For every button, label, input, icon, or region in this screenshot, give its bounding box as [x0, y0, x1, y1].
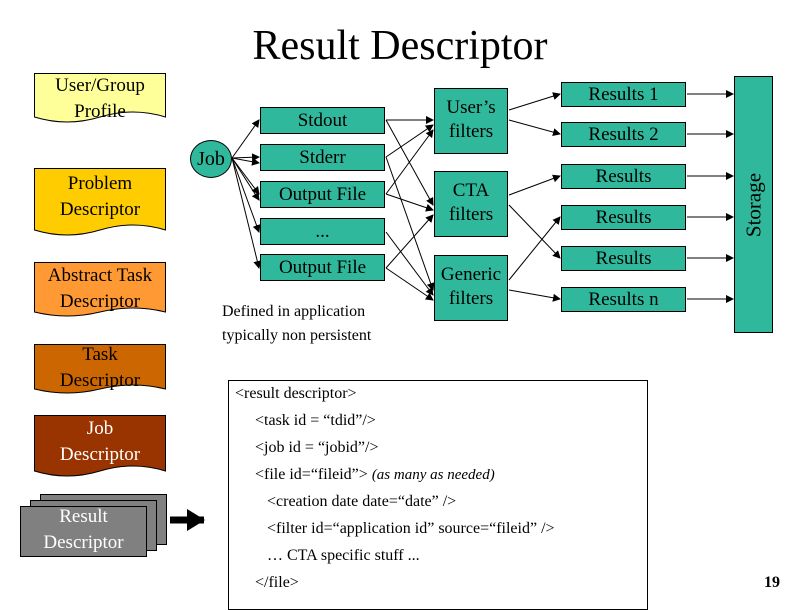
abstract-task-descriptor-label: Abstract Task Descriptor: [47, 265, 153, 312]
results-box-5: Results: [561, 246, 686, 271]
code-line-8: </file>: [255, 574, 299, 591]
application-note: Defined in application typically non per…: [222, 303, 372, 344]
output-stdout-box: Stdout: [260, 107, 385, 134]
code-line-4-tag: <file id=“fileid”>: [255, 466, 368, 483]
results-box-3: Results: [561, 164, 686, 189]
code-line-1: <result descriptor>: [235, 385, 357, 402]
job-node: Job: [190, 140, 232, 178]
generic-filters-box: Generic filters: [434, 255, 508, 321]
job-descriptor-label: Job Descriptor: [59, 418, 141, 465]
problem-descriptor-label: Problem Descriptor: [59, 173, 141, 220]
output-ellipsis-box: ...: [260, 218, 385, 245]
task-descriptor-shape: Task Descriptor: [34, 344, 166, 400]
output-stderr-box: Stderr: [260, 144, 385, 171]
code-line-4: <file id=“fileid”> (as many as needed): [255, 466, 495, 484]
results-box-4: Results: [561, 205, 686, 230]
users-filters-box: User’s filters: [434, 88, 508, 154]
code-line-6: <filter id=“application id” source=“file…: [267, 520, 555, 537]
task-descriptor-label: Task Descriptor: [59, 344, 141, 391]
user-group-profile-shape: User/Group Profile: [34, 73, 166, 129]
user-group-profile-label: User/Group Profile: [55, 75, 145, 122]
storage-box: Storage: [734, 76, 773, 333]
job-descriptor-shape: Job Descriptor: [34, 415, 166, 483]
output-file-box-last: Output File: [260, 254, 385, 281]
results-1-box: Results 1: [561, 82, 686, 107]
storage-label: Storage: [741, 172, 765, 237]
result-descriptor-label: Result Descriptor: [43, 506, 124, 553]
code-line-5: <creation date date=“date” />: [267, 493, 457, 510]
code-line-2: <task id = “tdid”/>: [255, 412, 376, 429]
page-number: 19: [764, 574, 780, 591]
result-descriptor-stack: Result Descriptor: [20, 494, 170, 560]
output-file-box: Output File: [260, 181, 385, 208]
results-n-box: Results n: [561, 287, 686, 312]
code-line-4-comment: (as many as needed): [371, 467, 495, 483]
problem-descriptor-shape: Problem Descriptor: [34, 168, 166, 244]
xml-code-box: <result descriptor> <task id = “tdid”/> …: [228, 380, 648, 610]
results-2-box: Results 2: [561, 122, 686, 147]
abstract-task-descriptor-shape: Abstract Task Descriptor: [34, 262, 166, 322]
cta-filters-box: CTA filters: [434, 171, 508, 237]
code-line-7: … CTA specific stuff ...: [267, 547, 420, 564]
slide-title: Result Descriptor: [252, 23, 548, 69]
code-line-3: <job id = “jobid”/>: [255, 439, 379, 456]
